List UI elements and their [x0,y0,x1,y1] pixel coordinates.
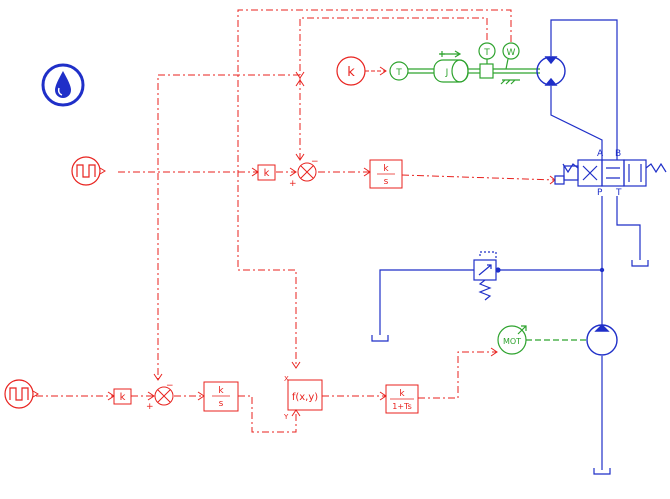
lag-to-motor-wire [418,351,497,399]
constant-label: k [347,65,355,80]
summing-junction-top[interactable]: − + [289,157,319,189]
inertia-label: J [445,68,449,78]
torque-sensor[interactable]: T [478,42,496,64]
valve-port-b: B [615,149,621,159]
valve-port-t: T [615,188,622,198]
square-wave-icon [76,164,96,178]
water-drop-icon[interactable] [41,63,85,107]
motor-label: MOT [503,337,521,346]
function-y-label: Y [283,413,289,421]
tank-icon [593,468,611,475]
tank-return-line [616,196,641,260]
integrator-top-den: s [384,177,389,187]
sum-top-minus: − [311,157,319,167]
directional-valve[interactable]: A B P T [554,149,667,198]
torque-sensor-feedback-wire [299,17,488,75]
torque-sensor-label: T [483,48,490,58]
lag-den: 1+Ts [392,402,412,411]
port-b-line [550,19,618,160]
integrator-block-top[interactable]: k s [369,159,403,189]
tank-icon [371,335,389,342]
function-label: f(x,y) [292,392,318,403]
speed-sensor-feedback-wire [237,9,512,368]
hydraulic-rotary-actuator[interactable] [536,56,566,86]
signal-wires [36,9,556,433]
gain-bottom-label: k [120,392,126,403]
integrator-bottom-den: s [219,399,224,409]
top-integrator-to-valve-wire [401,174,556,181]
tank-icon [631,260,649,267]
hydraulic-lines [379,19,641,470]
pulse-generator-bottom[interactable] [4,379,39,409]
hydraulic-pump[interactable] [586,324,618,356]
integrator-block-bottom[interactable]: k s [203,381,239,412]
integrator-top-num: k [383,164,389,174]
signal-arrowheads [107,71,556,417]
gain-block-bottom[interactable]: k [113,388,132,405]
lag-num: k [399,389,405,399]
valve-port-p: P [597,188,603,198]
torque-source[interactable]: T [389,61,409,81]
speed-sensor[interactable]: W [500,42,520,85]
relief-drain-line [379,269,474,335]
valve-port-a: A [597,149,604,159]
tank-symbols [371,260,649,475]
sum-bottom-minus: − [166,381,174,391]
port-a-line [550,86,603,160]
pulse-generator-top[interactable] [71,156,106,186]
square-wave-icon [9,387,29,401]
summing-junction-bottom[interactable]: − + [146,381,174,412]
function-block[interactable]: f(x,y) X Y [283,375,323,421]
speed-sensor-label: W [507,48,516,58]
rotary-inertia[interactable]: J [433,50,469,83]
bottom-integrator-to-function-y-wire [238,395,297,433]
sum-top-plus: + [289,179,297,189]
gain-top-label: k [264,168,270,179]
sum-bottom-plus: + [146,402,154,412]
mechanical-train: T J T W [389,42,586,355]
integrator-bottom-num: k [218,386,224,396]
torque-source-label: T [395,68,402,78]
constant-source[interactable]: k [336,56,387,86]
position-feedback-wire [157,74,300,380]
electric-motor[interactable]: MOT [497,325,527,355]
pressure-relief-valve[interactable] [473,251,501,301]
function-x-label: X [284,375,289,383]
gain-block-top[interactable]: k [257,164,276,181]
junction-dot [599,267,605,273]
lag-block[interactable]: k 1+Ts [385,384,419,414]
